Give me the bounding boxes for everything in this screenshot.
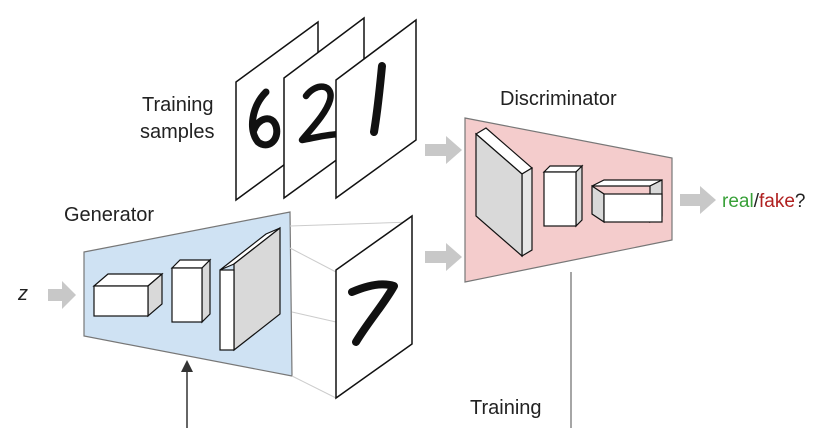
digit-six-glyph: [248, 88, 281, 149]
training-samples-label-line1: Training: [142, 94, 214, 116]
training-samples-stack: [235, 16, 417, 202]
arrow-discriminator-to-output: [680, 186, 716, 214]
generator-projection-lines: [289, 221, 413, 399]
discriminator-layer-box: [474, 127, 534, 258]
generator-layer-box: [92, 272, 164, 318]
arrow-z-to-generator: [48, 281, 76, 309]
digit-seven-glyph: [348, 280, 398, 346]
z-input-label: z: [17, 283, 28, 305]
arrow-generated-to-discriminator: [425, 243, 462, 271]
output-label: real/fake?: [722, 191, 805, 212]
slash-label: /: [754, 191, 760, 212]
real-label: real: [722, 191, 754, 212]
generated-sample-card: [335, 214, 413, 400]
discriminator-label: Discriminator: [500, 88, 617, 110]
generator-layer-box: [170, 258, 212, 324]
generator-block: [83, 211, 293, 377]
generator-label: Generator: [64, 204, 154, 226]
training-arrowhead-icon: [181, 360, 193, 372]
digit-one-glyph: [370, 62, 386, 136]
discriminator-layer-box: [591, 179, 663, 224]
discriminator-block: [464, 117, 673, 283]
question-mark: ?: [795, 191, 806, 212]
training-label: Training: [470, 397, 542, 419]
generator-layer-box: [219, 226, 281, 352]
training-sample-card: [335, 18, 417, 200]
training-samples-label-line2: samples: [140, 121, 214, 143]
discriminator-layer-box: [542, 164, 584, 228]
digit-two-glyph: [298, 83, 346, 144]
fake-label: fake: [759, 191, 795, 212]
arrow-samples-to-discriminator: [425, 136, 462, 164]
training-feedback-loop: [181, 272, 572, 428]
